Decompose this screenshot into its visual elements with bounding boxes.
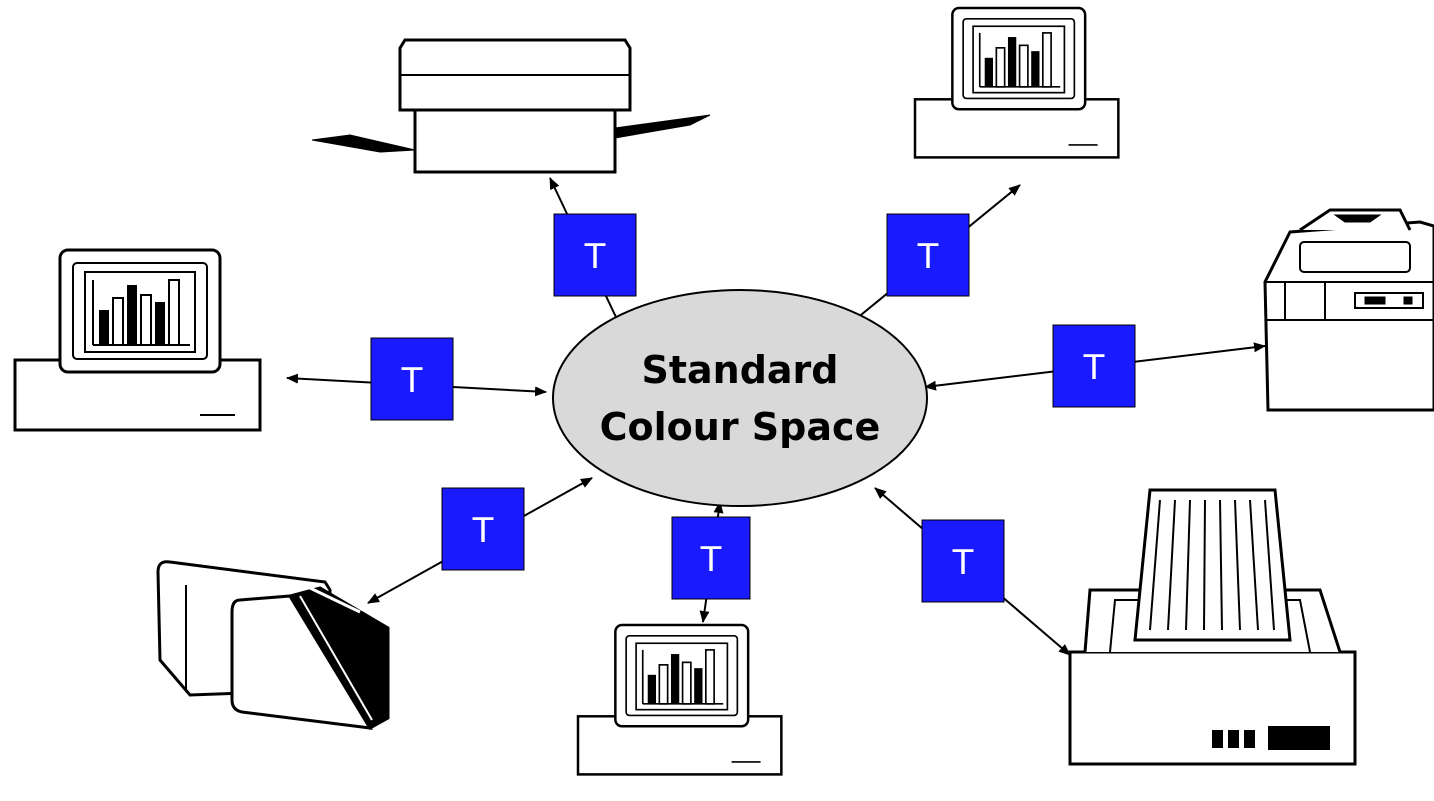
transform-label: T <box>472 511 494 551</box>
transform-box: T <box>921 519 1005 603</box>
transform-box: T <box>553 213 637 297</box>
transform-label: T <box>700 540 722 580</box>
film-scanner-icon <box>156 560 390 731</box>
printer-icon <box>1263 208 1434 412</box>
monitor-icon <box>576 623 783 776</box>
hub-label-line1: Standard <box>641 348 838 392</box>
standard-colour-space-hub: Standard Colour Space <box>552 289 928 507</box>
monitor-icon <box>13 248 262 432</box>
transform-box: T <box>441 487 525 571</box>
line-printer-icon <box>1068 488 1357 766</box>
transform-label: T <box>401 361 423 401</box>
transform-label: T <box>584 237 606 277</box>
flatbed-scanner-icon <box>311 38 711 174</box>
hub-label-line2: Colour Space <box>600 405 881 449</box>
transform-box: T <box>886 213 970 297</box>
transform-box: T <box>370 337 454 421</box>
transform-box: T <box>671 516 751 600</box>
monitor-icon <box>913 6 1120 159</box>
transform-box: T <box>1052 324 1136 408</box>
transform-label: T <box>1083 348 1105 388</box>
transform-label: T <box>952 543 974 583</box>
transform-label: T <box>917 237 939 277</box>
